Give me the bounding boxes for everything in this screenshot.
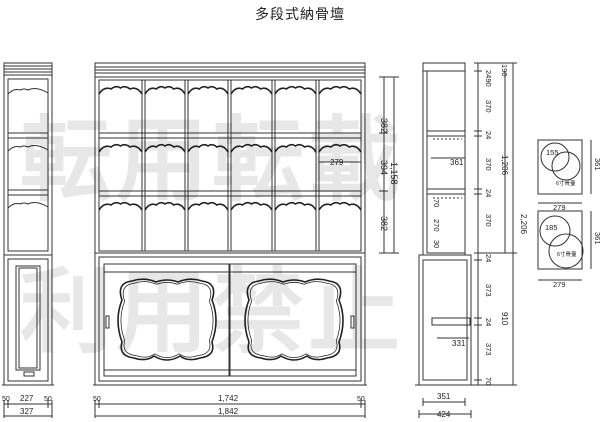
niche-arch-r1-c1: [144, 143, 186, 153]
niche-arch-r2-c5: [318, 201, 362, 211]
dim-sec-1206: 1,206: [500, 155, 509, 176]
niche-arch-r1-c4: [274, 143, 317, 153]
niche-arch-r2-c3: [230, 201, 273, 211]
dim-sec-2206: 2,206: [519, 214, 528, 235]
door-panel-inner-0: [120, 281, 214, 358]
dimension-lines: [3, 62, 592, 418]
niche-arch-r2-c0: [98, 201, 143, 211]
niche-arch-r0-c2: [187, 85, 229, 95]
dim-sec-24c: 24: [484, 254, 493, 262]
dim-front-382-bot: 382: [379, 216, 389, 231]
dim-plan2-185: 185: [545, 223, 558, 232]
dim-sec-2490: 2490: [484, 70, 493, 87]
dim-sec-351: 351: [437, 392, 451, 401]
dim-front-394: 394: [379, 160, 389, 175]
dim-sec-370c: 370: [484, 214, 493, 227]
niche-arch-r1-c2: [187, 143, 229, 153]
niche-arch-r2-c4: [274, 201, 317, 211]
niche-arch-r0-c4: [274, 85, 317, 95]
dim-sec-370b: 370: [484, 158, 493, 171]
niche-arch-r2-c1: [144, 201, 186, 211]
niche-arch-r1-c5: [318, 143, 362, 153]
dim-front-1742: 1,742: [218, 394, 239, 403]
dim-sec-24a: 24: [484, 131, 493, 139]
dim-sec-70b: 70: [432, 199, 441, 207]
door-panel-inner-1: [247, 281, 341, 358]
door-panel-0: [117, 278, 217, 361]
watermark-line-2: 利用禁止: [20, 259, 405, 366]
plan2-label: 6寸骨壷: [557, 250, 577, 258]
plan1-label: 6寸骨壷: [556, 179, 576, 187]
niche-arch-r1-c3: [230, 143, 273, 153]
dim-side-50-right: 50: [44, 396, 52, 403]
niche-arch-r2-c2: [187, 201, 229, 211]
dim-front-50-right: 50: [357, 396, 365, 403]
dim-plan1-155: 155: [546, 148, 559, 157]
niche-arch-r0-c1: [144, 85, 186, 95]
dim-sec-370a: 370: [484, 100, 493, 113]
dim-side-327: 327: [20, 407, 34, 416]
side-view: [2, 62, 54, 386]
dim-niche-279: 279: [330, 158, 344, 167]
niche-arch-r1-c0: [98, 143, 143, 153]
dim-front-382-top: 382: [379, 118, 389, 133]
dim-sec-270: 270: [432, 219, 441, 232]
watermark-line-1: 転用転載: [20, 107, 405, 214]
dim-sec-24d: 24: [484, 318, 493, 326]
dim-sec-331: 331: [452, 339, 466, 348]
dim-side-227: 227: [20, 394, 34, 403]
dim-sec-424: 424: [437, 410, 451, 419]
dim-plan2-361: 361: [593, 232, 600, 245]
dim-sec-361: 361: [450, 158, 464, 167]
niche-arch-r0-c3: [230, 85, 273, 95]
dim-sec-30: 30: [432, 240, 441, 248]
plan-view-1: [537, 139, 583, 195]
dim-sec-190: 190: [500, 64, 509, 77]
front-base: [93, 252, 367, 386]
dim-sec-70a: 70: [484, 377, 493, 385]
niche-arch-r0-c0: [98, 85, 143, 95]
dim-front-50-left: 50: [93, 396, 101, 403]
drawing-title: 多段式納骨壇: [255, 7, 345, 23]
dim-sec-24b: 24: [484, 189, 493, 197]
dim-plan1-279: 279: [553, 203, 566, 212]
door-panels: [117, 278, 344, 361]
niche-arch-r0-c5: [318, 85, 362, 95]
dim-sec-373a: 373: [484, 284, 493, 297]
dim-sec-373b: 373: [484, 343, 493, 356]
dim-front-1842: 1,842: [218, 407, 239, 416]
front-view: [94, 62, 366, 254]
dim-plan1-361: 361: [593, 158, 600, 171]
dim-side-50-left: 50: [2, 396, 10, 403]
plan-view-2: [537, 210, 584, 270]
dim-sec-910: 910: [500, 312, 509, 326]
front-arches: [98, 85, 362, 211]
section-view: [415, 62, 474, 386]
dim-front-1158: 1,158: [389, 162, 399, 185]
dim-plan2-279: 279: [553, 280, 566, 289]
door-panel-1: [244, 278, 344, 361]
